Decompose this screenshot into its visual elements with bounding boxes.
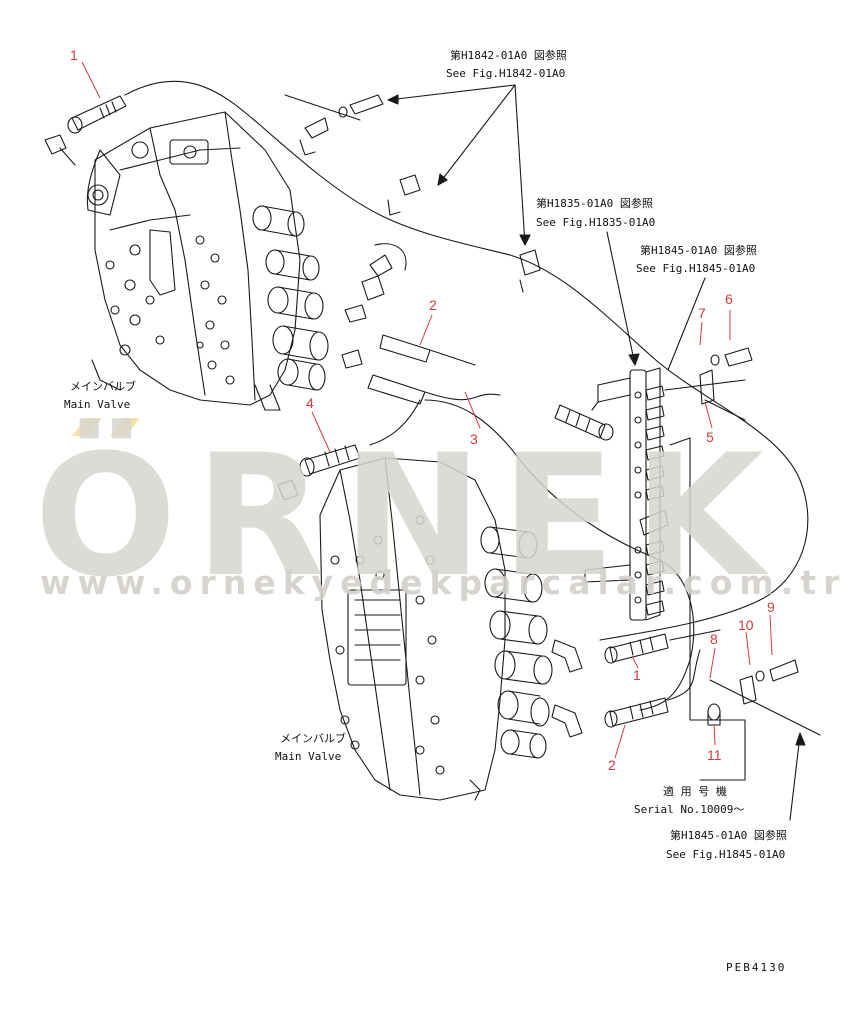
callout-4: 4 (306, 395, 314, 411)
callout-2-top: 2 (429, 297, 437, 313)
callout-2-bottom: 2 (608, 757, 616, 773)
ref-h1845-bot-jp: 第H1845-01A0 図参照 (670, 829, 787, 842)
bolt-1-top (67, 95, 127, 134)
callout-1-top: 1 (70, 47, 78, 63)
callout-8: 8 (710, 631, 718, 647)
ref-h1835-jp: 第H1835-01A0 図参照 (536, 197, 653, 210)
ref-h1842-en: See Fig.H1842-01A0 (446, 67, 566, 80)
serial-jp: 適 用 号 機 (663, 785, 727, 798)
ref-h1845-bot-en: See Fig.H1845-01A0 (666, 848, 786, 861)
serial-en: Serial No.10009～ (634, 803, 745, 816)
callout-5: 5 (706, 429, 714, 445)
callout-10: 10 (738, 617, 754, 633)
watermark-accent (72, 418, 152, 436)
callout-1-bottom: 1 (633, 667, 641, 683)
callout-11: 11 (707, 747, 722, 763)
upper-main-valve (44, 111, 329, 411)
main-valve-lower-jp: メインバルブ (280, 732, 346, 745)
callout-7: 7 (698, 305, 706, 321)
main-valve-lower-en: Main Valve (275, 750, 342, 763)
main-valve-upper-en: Main Valve (64, 398, 131, 411)
ref-h1845-top-en: See Fig.H1845-01A0 (636, 262, 756, 275)
callout-6: 6 (725, 291, 733, 307)
lower-main-valve (319, 457, 583, 801)
watermark-brand: ÖRNEK (34, 418, 782, 614)
ref-h1845-top-jp: 第H1845-01A0 図参照 (640, 244, 757, 257)
ref-h1835-en: See Fig.H1835-01A0 (536, 216, 656, 229)
callout-3: 3 (470, 431, 478, 447)
figure-code: PEB4130 (726, 961, 787, 974)
ref-h1842-jp: 第H1842-01A0 図参照 (450, 49, 567, 62)
main-valve-upper-jp: メインバルブ (70, 380, 136, 393)
manifold-block (584, 367, 669, 621)
watermark-url: www.ornekyedekparcalar.com.tr (40, 563, 847, 602)
callout-9: 9 (767, 599, 775, 615)
